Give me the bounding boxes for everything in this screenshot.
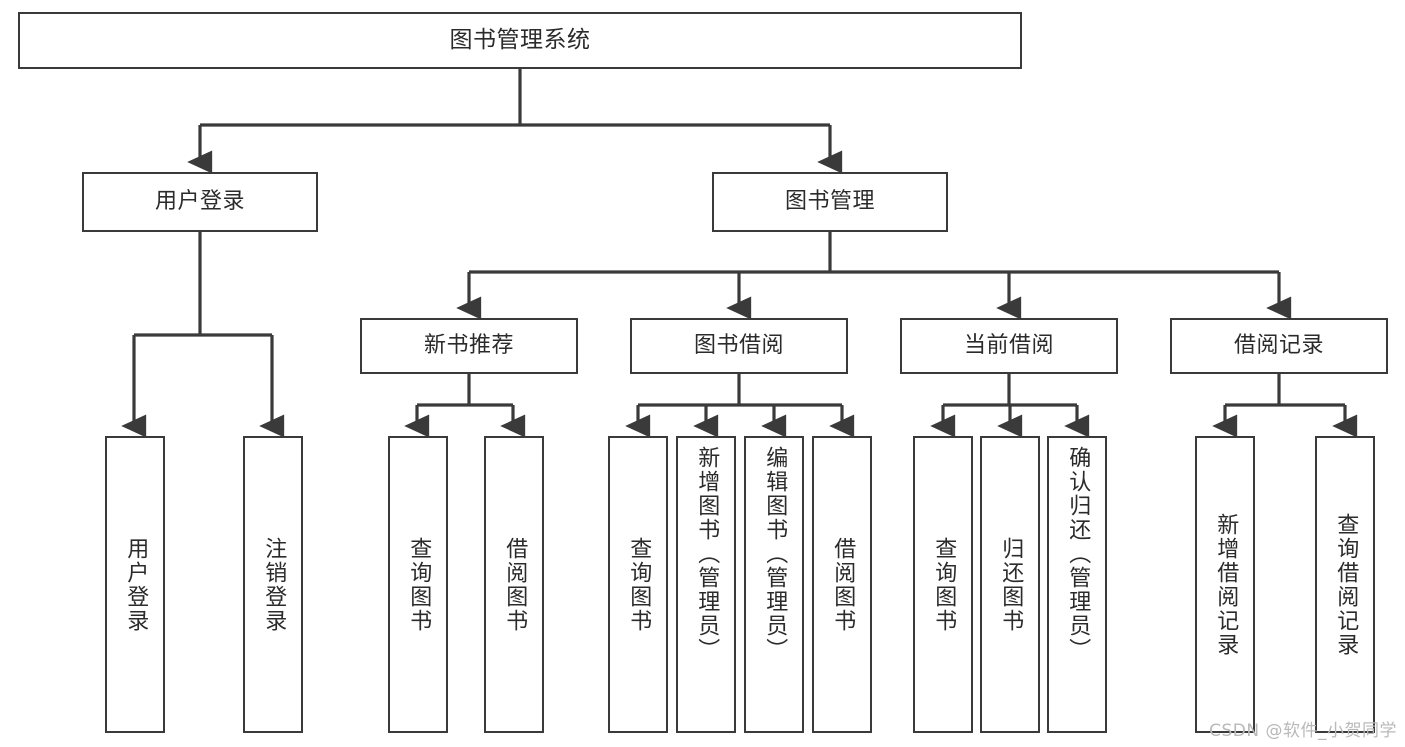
node-label: 用户登录 <box>123 536 149 633</box>
csdn-watermark: CSDN @软件_小贺同学 <box>1209 721 1397 741</box>
node-borrow-record[interactable]: 借阅记录 <box>1170 318 1388 374</box>
node-label: 图书借阅 <box>693 333 784 359</box>
node-label: 图书管理系统 <box>449 26 591 53</box>
node-label: 归还图书 <box>998 536 1024 633</box>
leaf-user-login[interactable]: 用户登录 <box>105 436 165 733</box>
leaf-query-book-new[interactable]: 查询图书 <box>388 436 448 733</box>
node-label: 新增借阅记录 <box>1213 512 1239 657</box>
leaf-add-book-admin[interactable]: 新增图书（管理员） <box>676 436 736 733</box>
node-label: 借阅记录 <box>1233 333 1324 359</box>
leaf-query-book-current[interactable]: 查询图书 <box>913 436 973 733</box>
node-label: 查询图书 <box>406 536 432 633</box>
leaf-confirm-return-admin[interactable]: 确认归还（管理员） <box>1047 436 1107 733</box>
node-label: 编辑图书（管理员） <box>762 446 788 662</box>
node-label: 借阅图书 <box>830 536 856 633</box>
leaf-query-book-borrow[interactable]: 查询图书 <box>608 436 668 733</box>
node-label: 注销登录 <box>261 536 287 633</box>
leaf-add-borrow-record[interactable]: 新增借阅记录 <box>1195 436 1255 733</box>
node-label: 查询图书 <box>931 536 957 633</box>
leaf-query-borrow-record[interactable]: 查询借阅记录 <box>1315 436 1375 733</box>
node-user-login[interactable]: 用户登录 <box>82 172 318 232</box>
node-label: 新增图书（管理员） <box>694 446 720 662</box>
leaf-borrow-book[interactable]: 借阅图书 <box>812 436 872 733</box>
node-label: 查询借阅记录 <box>1333 512 1359 657</box>
leaf-logout[interactable]: 注销登录 <box>243 436 303 733</box>
node-book-borrow[interactable]: 图书借阅 <box>630 318 848 374</box>
leaf-edit-book-admin[interactable]: 编辑图书（管理员） <box>744 436 804 733</box>
leaf-borrow-book-new[interactable]: 借阅图书 <box>484 436 544 733</box>
node-label: 新书推荐 <box>423 333 514 359</box>
node-book-management[interactable]: 图书管理 <box>712 172 948 232</box>
node-label: 确认归还（管理员） <box>1065 446 1091 662</box>
node-label: 用户登录 <box>154 189 245 215</box>
node-current-borrow[interactable]: 当前借阅 <box>900 318 1118 374</box>
node-label: 当前借阅 <box>963 333 1054 359</box>
node-label: 图书管理 <box>784 189 875 215</box>
node-new-book-recommend[interactable]: 新书推荐 <box>360 318 578 374</box>
node-label: 借阅图书 <box>502 536 528 633</box>
leaf-return-book[interactable]: 归还图书 <box>980 436 1040 733</box>
node-label: 查询图书 <box>626 536 652 633</box>
node-root-system[interactable]: 图书管理系统 <box>18 12 1022 69</box>
